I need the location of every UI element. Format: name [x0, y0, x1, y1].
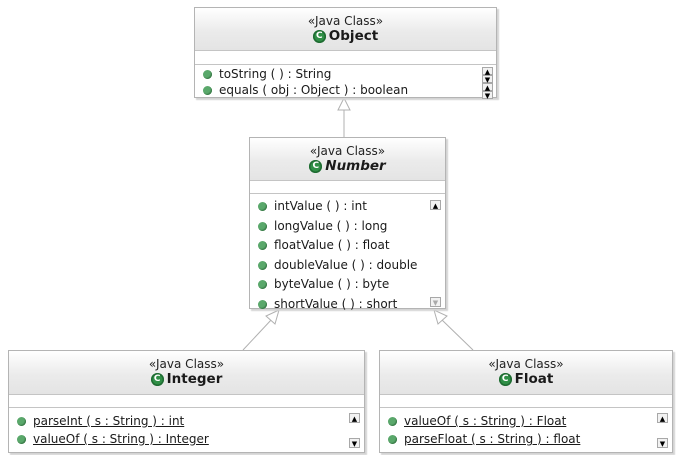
scroll-down-icon[interactable]: ▼ — [430, 297, 441, 307]
operations-compartment: parseInt ( s : String ) : int valueOf ( … — [9, 408, 364, 448]
public-method-icon — [388, 416, 397, 426]
class-float[interactable]: «Java Class» C Float valueOf ( s : Strin… — [379, 350, 673, 453]
operation[interactable]: doubleValue ( ) : double — [258, 256, 445, 276]
attributes-compartment — [250, 181, 445, 194]
attributes-compartment — [380, 395, 672, 408]
class-icon: C — [150, 373, 164, 386]
class-icon: C — [312, 30, 326, 43]
public-method-icon — [17, 416, 26, 426]
scroll-up-icon[interactable]: ▲ — [482, 83, 493, 92]
operation[interactable]: parseInt ( s : String ) : int — [17, 412, 364, 430]
public-method-icon — [258, 241, 267, 251]
attributes-compartment — [195, 51, 496, 65]
operation[interactable]: byteValue ( ) : byte — [258, 275, 445, 295]
class-name: C Integer — [9, 371, 364, 388]
operation[interactable]: valueOf ( s : String ) : Float — [388, 412, 672, 430]
class-integer[interactable]: «Java Class» C Integer parseInt ( s : St… — [8, 350, 365, 453]
public-method-icon — [258, 260, 267, 270]
class-number-header: «Java Class» C Number — [250, 138, 445, 181]
operation[interactable]: intValue ( ) : int — [258, 197, 445, 217]
public-method-icon — [203, 85, 212, 95]
public-method-icon — [258, 202, 267, 212]
scroll-up-icon[interactable]: ▲ — [430, 200, 441, 210]
scroll-down-icon[interactable]: ▼ — [482, 75, 493, 84]
operation[interactable]: longValue ( ) : long — [258, 217, 445, 237]
scroll-up-icon[interactable]: ▲ — [349, 413, 360, 423]
operation[interactable]: parseFloat ( s : String ) : float — [388, 430, 672, 448]
class-integer-header: «Java Class» C Integer — [9, 351, 364, 395]
public-method-icon — [388, 434, 397, 444]
stereotype-label: «Java Class» — [307, 14, 384, 28]
public-method-icon — [203, 70, 212, 80]
stereotype-label: «Java Class» — [488, 357, 564, 371]
class-name: C Float — [380, 371, 672, 388]
class-name: C Number — [250, 158, 445, 175]
attributes-compartment — [9, 395, 364, 408]
class-object-header: «Java Class» C Object — [195, 8, 496, 51]
operation[interactable]: equals ( obj : Object ) : boolean — [203, 83, 496, 99]
stereotype-label: «Java Class» — [309, 144, 386, 158]
class-number[interactable]: «Java Class» C Number intValue ( ) : int… — [249, 137, 446, 311]
scroll-up-icon[interactable]: ▲ — [482, 67, 493, 76]
scroll-up-icon[interactable]: ▲ — [657, 413, 668, 423]
class-float-header: «Java Class» C Float — [380, 351, 672, 395]
public-method-icon — [17, 434, 26, 444]
public-method-icon — [258, 280, 267, 290]
class-icon: C — [309, 160, 323, 173]
class-name: C Object — [195, 28, 496, 45]
scroll-down-icon[interactable]: ▼ — [482, 91, 493, 100]
operation[interactable]: valueOf ( s : String ) : Integer — [17, 430, 364, 448]
scroll-down-icon[interactable]: ▼ — [349, 438, 360, 448]
class-icon: C — [498, 373, 512, 386]
stereotype-label: «Java Class» — [148, 357, 225, 371]
operation[interactable]: toString ( ) : String — [203, 67, 496, 83]
class-object[interactable]: «Java Class» C Object toString ( ) : Str… — [194, 7, 497, 100]
operation[interactable]: shortValue ( ) : short — [258, 295, 445, 315]
scroll-down-icon[interactable]: ▼ — [657, 438, 668, 448]
public-method-icon — [258, 299, 267, 309]
operations-compartment: valueOf ( s : String ) : Float parseFloa… — [380, 408, 672, 448]
public-method-icon — [258, 221, 267, 231]
operation[interactable]: floatValue ( ) : float — [258, 236, 445, 256]
operations-compartment: intValue ( ) : int longValue ( ) : long … — [250, 194, 445, 314]
operations-compartment: toString ( ) : String equals ( obj : Obj… — [195, 65, 496, 100]
